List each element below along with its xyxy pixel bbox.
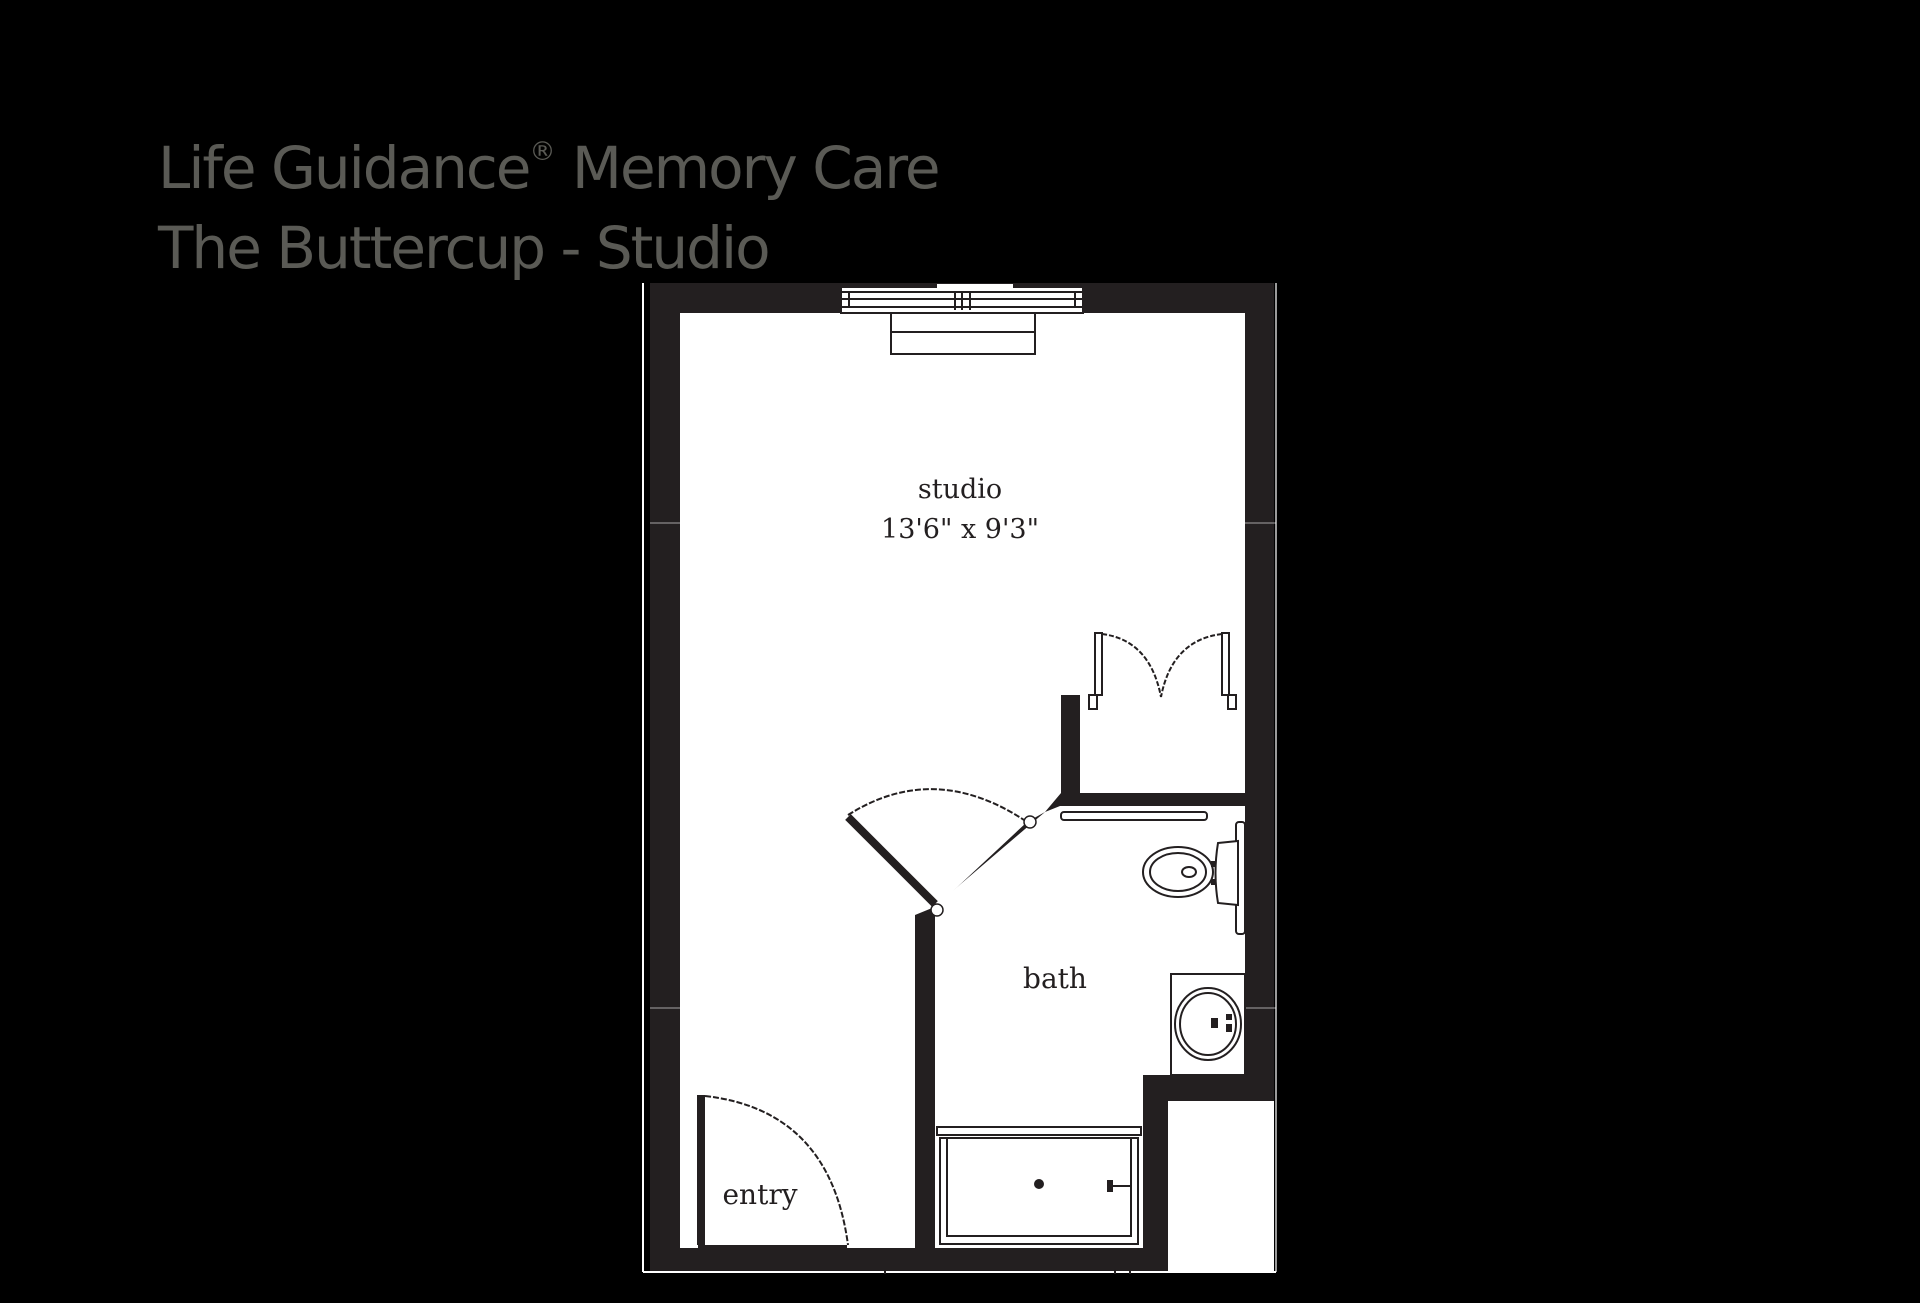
threshold-marks [884,1268,1131,1274]
shower-icon [936,1126,1142,1245]
studio-dimensions: 13'6" x 9'3" [881,514,1039,545]
bath-door-icon [845,788,1037,917]
title-line-2: The Buttercup - Studio [158,214,771,282]
title-brand: Life Guidance [158,134,531,202]
studio-label: studio 13'6" x 9'3" [860,470,1060,550]
studio-name: studio [917,474,1003,505]
sink-icon [1170,973,1246,1076]
toilet-icon [1142,821,1246,935]
wall-seams [650,522,1276,1009]
closet-double-doors-icon [1088,632,1237,710]
title-line-1: Life Guidance® Memory Care [158,112,941,208]
title-program: Memory Care [555,134,941,202]
entry-label: entry [722,1178,798,1211]
registered-mark: ® [529,137,556,167]
closet-shelf [1060,811,1208,821]
floor-plan-title: Life Guidance® Memory Care The Buttercup… [158,112,941,288]
window-icon [840,284,1084,355]
plan-outline [642,283,1277,1273]
entry-door-icon [697,1095,849,1246]
bath-label: bath [1023,962,1087,995]
